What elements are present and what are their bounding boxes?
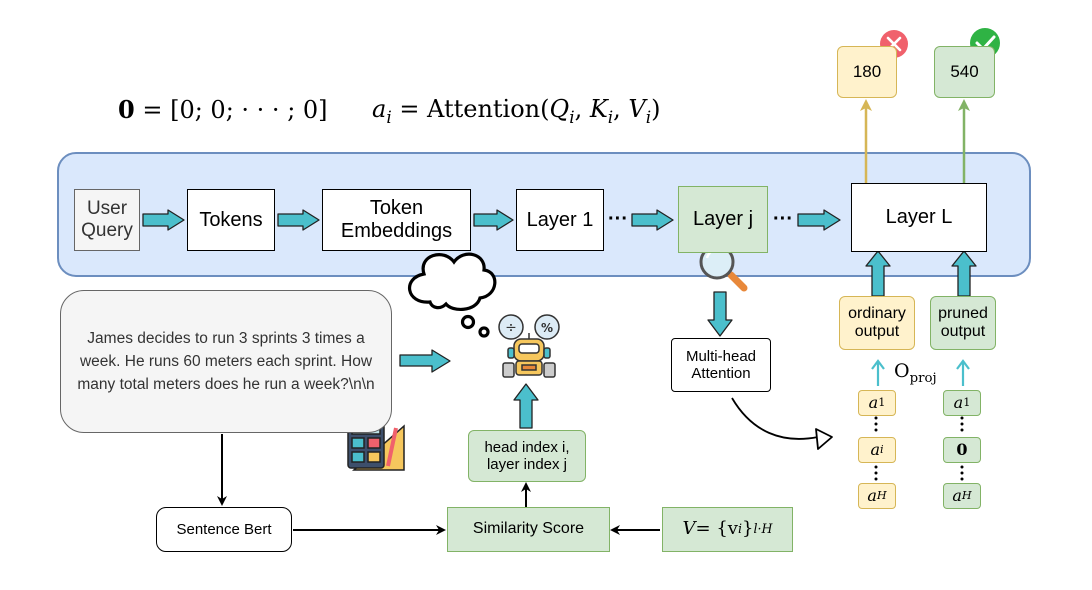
- attention-formula: ai = Attention(Qi, Ki, Vi): [372, 95, 661, 127]
- arrow-up-ordinary-small: [871, 359, 885, 386]
- answer-540-box: 540: [934, 46, 995, 98]
- svg-text:÷: ÷: [505, 320, 517, 336]
- multi-head-attention-box: Multi-head Attention: [671, 338, 771, 392]
- arrow-pruned-layerL: [951, 250, 977, 297]
- curved-arrow: [731, 397, 819, 440]
- ordinary-output-box: ordinary output: [839, 296, 915, 350]
- curved-arrow-head: [815, 428, 833, 450]
- layer-1-box: Layer 1: [516, 189, 604, 251]
- thought-cloud-icon: [407, 252, 497, 338]
- arrow-dots-layerj: [631, 209, 674, 231]
- layer-j-box: Layer j: [678, 186, 768, 253]
- arrow-query-tokens: [142, 209, 185, 231]
- arrow-tokens-embeddings: [277, 209, 320, 231]
- head-index-box: head index i, layer index j: [468, 430, 586, 482]
- token-embeddings-box: Token Embeddings: [322, 189, 471, 251]
- robot-icon: ÷ %: [498, 314, 560, 378]
- ellipsis-1: ···: [608, 207, 628, 230]
- similarity-score-box: Similarity Score: [447, 507, 610, 552]
- arrow-embeddings-layer1: [473, 209, 514, 231]
- o-proj-label: Oproj: [894, 360, 937, 386]
- black-arrows: [217, 434, 660, 535]
- svg-text:%: %: [541, 321, 553, 335]
- arrow-magnifier-mha: [707, 291, 733, 337]
- user-query-box: User Query: [74, 189, 140, 251]
- query-text-box: James decides to run 3 sprints 3 times a…: [60, 290, 392, 433]
- ellipsis-2: ···: [773, 207, 793, 230]
- arrow-ordinary-layerL: [865, 250, 891, 297]
- layer-L-box: Layer L: [851, 183, 987, 252]
- arrow-up-pruned-small: [956, 359, 970, 386]
- teal-arrows: [142, 209, 977, 429]
- arrow-dots-layerL: [797, 209, 841, 231]
- tokens-box: Tokens: [187, 189, 275, 251]
- head-dots: [874, 416, 964, 481]
- arrow-head-index-robot: [513, 383, 539, 429]
- arrow-text-robot: [399, 349, 451, 373]
- small-up-arrows: [871, 359, 970, 386]
- answer-180-box: 180: [837, 46, 897, 98]
- zero-vector-formula: 0 = [0; 0; · · · ; 0]: [118, 95, 328, 124]
- pruned-output-box: pruned output: [930, 296, 996, 350]
- sentence-bert-box: Sentence Bert: [156, 507, 292, 552]
- pruned-head-zero: 0: [943, 437, 981, 463]
